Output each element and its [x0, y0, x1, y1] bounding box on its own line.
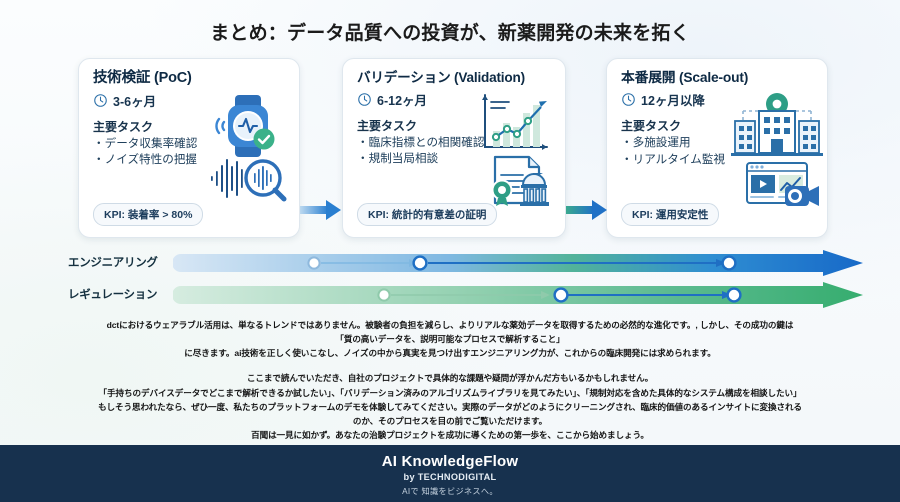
phase-card-validation[interactable]: バリデーション (Validation) 6-12ヶ月 主要タスク 臨床指標との…: [342, 58, 566, 238]
footer: AI KnowledgeFlow by TECHNODIGITAL AIで 知識…: [0, 445, 900, 502]
timeline-label: エンジニアリング: [68, 257, 158, 269]
task-item: 多施設運用: [621, 135, 815, 152]
clock-icon: [358, 92, 371, 106]
task-item: 規制当局相談: [357, 151, 553, 168]
footer-tagline: AIで 知識をビジネスへ。: [402, 487, 498, 496]
card-duration: 3-6ヶ月: [113, 94, 157, 109]
card-title: 技術検証 (PoC): [93, 70, 192, 86]
copy-line: のか、そのプロセスを目の前でご覧いただけます。: [352, 416, 548, 427]
phase-card-scaleout[interactable]: 本番展開 (Scale-out) 12ヶ月以降 主要タスク 多施設運用 リアルタ…: [606, 58, 828, 238]
footer-by: by TECHNODIGITAL: [403, 472, 497, 482]
timeline-row-regulation: レギュレーション: [0, 282, 900, 308]
timeline-track: [172, 250, 863, 276]
task-list: 臨床指標との相関確認 規制当局相談: [357, 135, 553, 169]
timeline: エンジニアリング: [0, 250, 900, 312]
copy-line: もしそう思われたなら、ぜひ一度、私たちのプラットフォームのデモを体験してみてくだ…: [98, 401, 802, 412]
card-duration-row: 12ヶ月以降: [621, 90, 815, 109]
phase-card-poc[interactable]: 技術検証 (PoC) 3-6ヶ月 主要タスク データ収集率確認 ノイズ特性の把握…: [78, 58, 300, 238]
page-title: まとめ：データ品質への投資が、新薬開発の未来を拓く: [210, 23, 690, 44]
copy-line: dctにおけるウェアラブル活用は、単なるトレンドではありません。被験者の負担を減…: [106, 320, 794, 330]
timeline-label: レギュレーション: [68, 289, 158, 301]
clock-icon: [94, 93, 107, 107]
task-item: データ収集率確認: [93, 136, 287, 153]
phase-cards: 技術検証 (PoC) 3-6ヶ月 主要タスク データ収集率確認 ノイズ特性の把握…: [0, 58, 900, 238]
task-item: 臨床指標との相関確認: [357, 135, 553, 152]
copy-line: 「手持ちのデバイスデータでどこまで解析できるか試したい」、「バリデーション済みの…: [98, 387, 802, 398]
card-title: バリデーション (Validation): [357, 70, 525, 85]
copy-line: 百聞は一見に如かず。あなたの治験プロジェクトを成功に導くための第一歩を、ここから…: [251, 430, 649, 441]
tasks-heading: 主要タスク: [93, 119, 154, 134]
task-item: ノイズ特性の把握: [93, 152, 287, 169]
copy-line: に尽きます。ai技術を正しく使いこなし、ノイズの中から真実を見つけ出すエンジニア…: [184, 348, 716, 359]
arrow-poc-to-validation: [300, 197, 344, 228]
timeline-track: [172, 282, 863, 308]
paragraph-1: dctにおけるウェアラブル活用は、単なるトレンドではありません。被験者の負担を減…: [0, 318, 900, 360]
kpi-badge: KPI: 統計的有意差の証明: [357, 203, 498, 226]
body-copy: dctにおけるウェアラブル活用は、単なるトレンドではありません。被験者の負担を減…: [0, 318, 900, 443]
card-duration-row: 6-12ヶ月: [357, 90, 553, 109]
tasks-heading: 主要タスク: [621, 118, 682, 133]
task-item: リアルタイム監視: [621, 152, 815, 169]
footer-brand: AI KnowledgeFlow: [381, 453, 519, 470]
copy-line: ここまで読んでいただき、自社のプロジェクトで具体的な課題や疑問が浮かんだ方もいる…: [246, 373, 654, 384]
timeline-row-engineering: エンジニアリング: [0, 250, 900, 276]
arrow-validation-to-scaleout: [566, 197, 610, 228]
kpi-badge: KPI: 装着率 > 80%: [93, 203, 204, 226]
task-list: 多施設運用 リアルタイム監視: [621, 135, 815, 169]
copy-line: 「質の高いデータを、説明可能なプロセスで解析すること」: [335, 334, 565, 345]
kpi-badge: KPI: 運用安定性: [621, 203, 720, 226]
card-duration: 6-12ヶ月: [377, 93, 428, 108]
paragraph-2: ここまで読んでいただき、自社のプロジェクトで具体的な課題や疑問が浮かんだ方もいる…: [0, 371, 900, 442]
card-duration: 12ヶ月以降: [641, 93, 705, 108]
card-title: 本番展開 (Scale-out): [621, 70, 749, 85]
card-duration-row: 3-6ヶ月: [93, 91, 287, 110]
task-list: データ収集率確認 ノイズ特性の把握: [93, 136, 287, 170]
tasks-heading: 主要タスク: [357, 118, 418, 133]
clock-icon: [622, 93, 635, 106]
